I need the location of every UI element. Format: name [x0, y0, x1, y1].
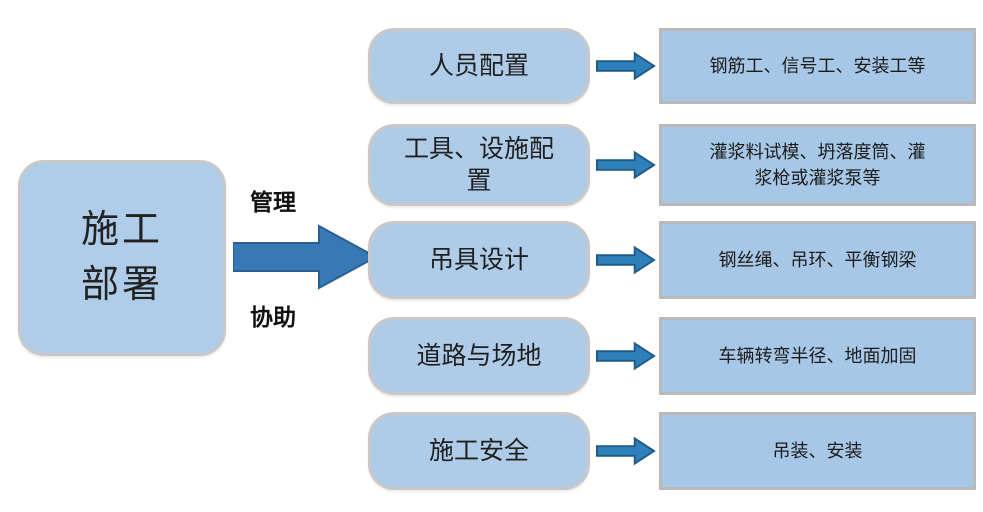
diagram-row-road-site: 道路与场地 车辆转弯半径、地面加固 — [368, 317, 976, 395]
main-arrow-label-top: 管理 — [250, 189, 296, 215]
category-node-road-site: 道路与场地 — [368, 317, 590, 395]
arrow-right-icon — [596, 341, 656, 371]
detail-node-construction-safety: 吊装、安装 — [659, 412, 976, 490]
detail-label: 钢丝绳、吊环、平衡钢梁 — [718, 249, 917, 270]
category-node-personnel: 人员配置 — [368, 28, 590, 104]
category-label: 道路与场地 — [416, 341, 542, 370]
diagram-row-rigging-design: 吊具设计 钢丝绳、吊环、平衡钢梁 — [368, 221, 976, 299]
detail-node-personnel: 钢筋工、信号工、安装工等 — [659, 28, 976, 104]
category-node-rigging-design: 吊具设计 — [368, 221, 590, 299]
arrow-right-icon — [596, 245, 656, 275]
detail-node-rigging-design: 钢丝绳、吊环、平衡钢梁 — [659, 221, 976, 299]
category-label: 吊具设计 — [428, 245, 529, 274]
root-node-label: 施工 部署 — [80, 208, 163, 306]
arrow-right-icon — [596, 150, 656, 180]
arrow-right-icon — [596, 436, 656, 466]
category-node-construction-safety: 施工安全 — [368, 412, 590, 490]
detail-label: 灌浆料试模、坍落度筒、灌 浆枪或灌浆泵等 — [709, 141, 926, 188]
detail-label: 车辆转弯半径、地面加固 — [718, 345, 917, 366]
node-construction-deployment: 施工 部署 — [18, 160, 226, 356]
detail-node-road-site: 车辆转弯半径、地面加固 — [659, 317, 976, 395]
category-label: 工具、设施配 置 — [403, 134, 554, 196]
detail-node-tools-facilities: 灌浆料试模、坍落度筒、灌 浆枪或灌浆泵等 — [659, 124, 976, 206]
detail-label: 吊装、安装 — [772, 440, 863, 461]
detail-label: 钢筋工、信号工、安装工等 — [709, 55, 926, 76]
diagram-row-construction-safety: 施工安全 吊装、安装 — [368, 412, 976, 490]
diagram-row-tools-facilities: 工具、设施配 置 灌浆料试模、坍落度筒、灌 浆枪或灌浆泵等 — [368, 124, 976, 206]
arrow-right-icon — [596, 51, 656, 81]
diagram-row-personnel: 人员配置 钢筋工、信号工、安装工等 — [368, 28, 976, 104]
big-arrow-right-icon — [233, 224, 378, 290]
category-label: 人员配置 — [428, 51, 529, 80]
main-arrow-label-bottom: 协助 — [250, 304, 296, 330]
category-label: 施工安全 — [428, 436, 529, 465]
category-node-tools-facilities: 工具、设施配 置 — [368, 124, 590, 206]
